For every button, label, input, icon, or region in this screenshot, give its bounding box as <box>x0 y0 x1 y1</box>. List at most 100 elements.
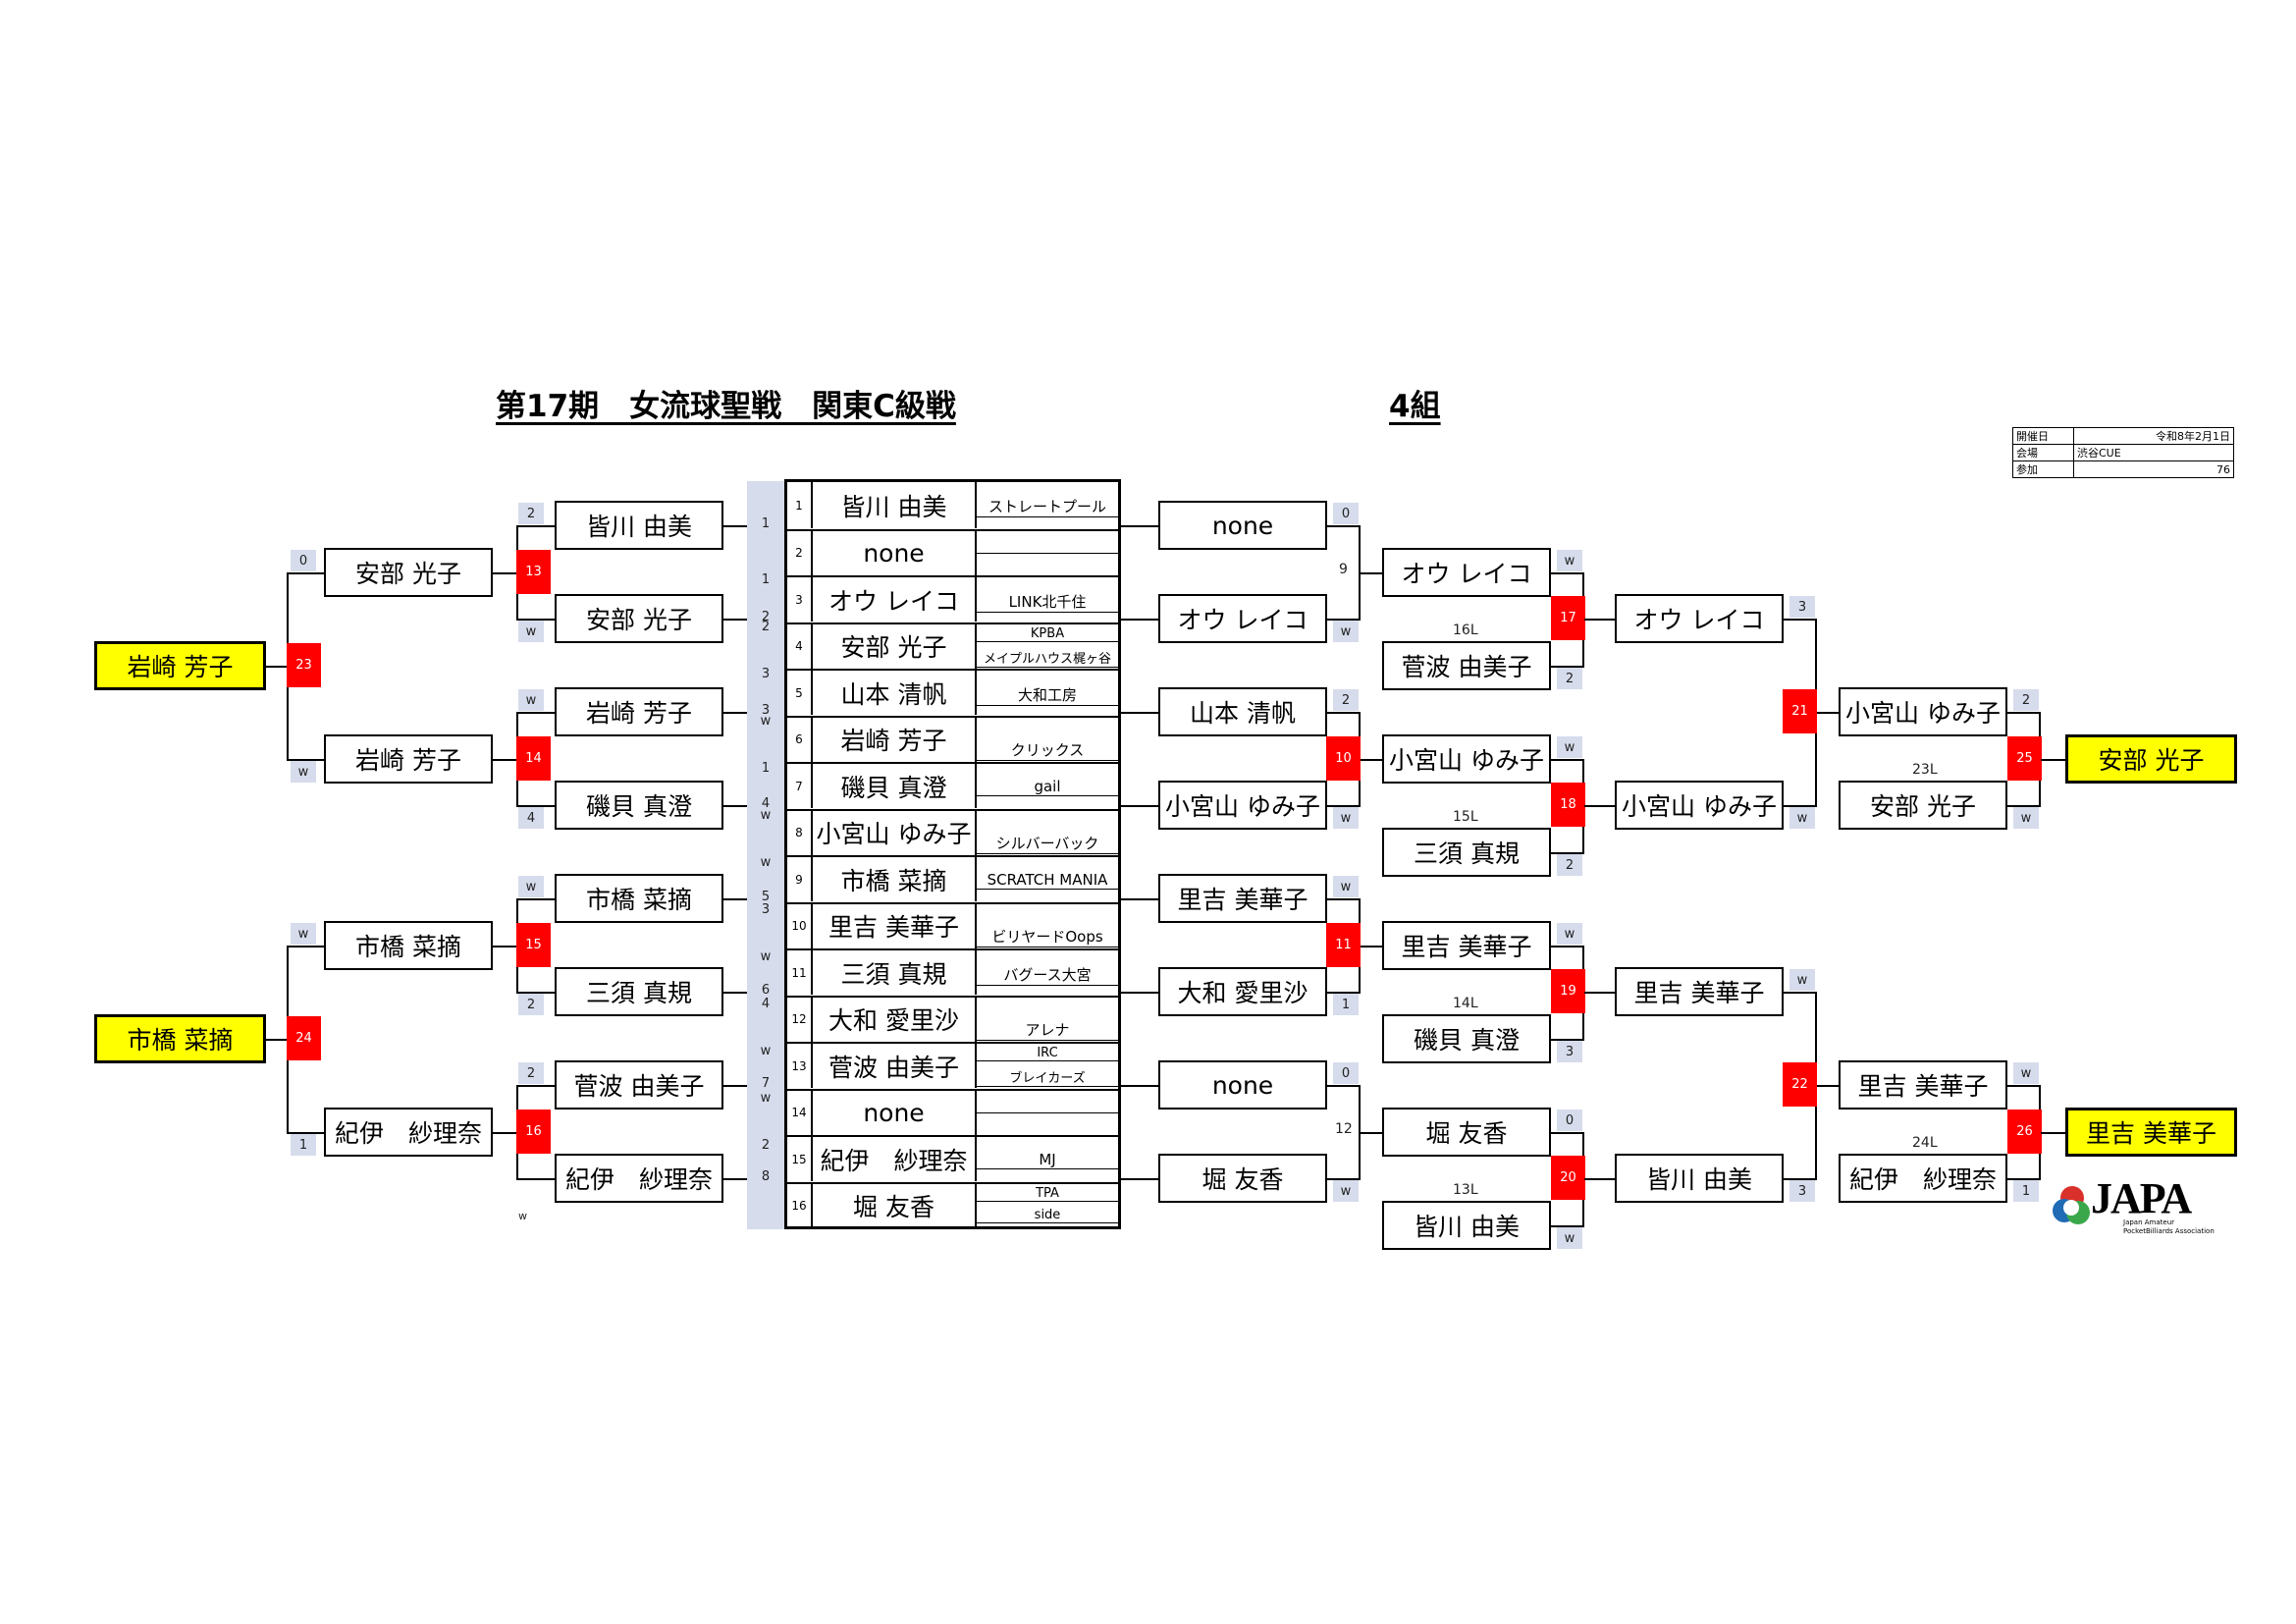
score: 3 <box>1789 596 1815 618</box>
score: w <box>1333 621 1359 642</box>
right-winner-box[interactable]: 里吉 美華子 <box>2065 1108 2237 1157</box>
match-number: 12 <box>1335 1121 1353 1137</box>
draw-club: KPBA <box>977 626 1118 642</box>
draw-club: side <box>977 1208 1118 1223</box>
right-r3-player[interactable]: 里吉 美華子 <box>1615 967 1784 1016</box>
right-r2-player[interactable]: 小宮山 ゆみ子 <box>1382 734 1551 784</box>
info-value: 渋谷CUE <box>2073 444 2234 461</box>
right-r2-player[interactable]: 里吉 美華子 <box>1382 921 1551 970</box>
info-label: 会場 <box>2012 444 2074 461</box>
loser-label: 16L <box>1453 623 1478 638</box>
left-r1-player[interactable]: 岩崎 芳子 <box>555 687 723 736</box>
info-value: 76 <box>2073 460 2234 478</box>
left-score-strip <box>747 481 784 1229</box>
score: 0 <box>1333 1062 1359 1084</box>
right-r1-player[interactable]: none <box>1158 501 1327 550</box>
right-r1-player[interactable]: 里吉 美華子 <box>1158 874 1327 923</box>
score: w <box>291 761 316 783</box>
left-winner-box[interactable]: 岩崎 芳子 <box>94 641 266 690</box>
right-r3-player[interactable]: 皆川 由美 <box>1615 1154 1784 1203</box>
right-r2-player[interactable]: オウ レイコ <box>1382 548 1551 597</box>
draw-club: MJ <box>977 1151 1118 1169</box>
left-r1-player[interactable]: 菅波 由美子 <box>555 1060 723 1110</box>
draw-player-name[interactable]: none <box>813 530 977 575</box>
right-r1-player[interactable]: 小宮山 ゆみ子 <box>1158 781 1327 830</box>
draw-club: IRC <box>977 1046 1118 1061</box>
score: w <box>1789 969 1815 991</box>
draw-club: ビリヤードOops <box>977 926 1118 947</box>
draw-player-name[interactable]: 磯貝 真澄 <box>813 764 977 808</box>
right-winner-box[interactable]: 安部 光子 <box>2065 734 2237 784</box>
draw-player-name[interactable]: 岩崎 芳子 <box>813 717 977 762</box>
right-r2-player[interactable]: 皆川 由美 <box>1382 1201 1551 1250</box>
left-r1-player[interactable]: 安部 光子 <box>555 594 723 643</box>
right-r2-player[interactable]: 磯貝 真澄 <box>1382 1014 1551 1063</box>
right-r3-player[interactable]: 小宮山 ゆみ子 <box>1615 781 1784 830</box>
left-r1-player[interactable]: 紀伊 紗理奈 <box>555 1154 723 1203</box>
draw-club: gail <box>977 778 1118 796</box>
score: w <box>1557 550 1582 571</box>
draw-club: シルバーバック <box>977 833 1118 854</box>
right-r1-player[interactable]: none <box>1158 1060 1327 1110</box>
score: w <box>518 876 544 897</box>
right-r1-player[interactable]: 堀 友香 <box>1158 1154 1327 1203</box>
draw-player-name[interactable]: オウ レイコ <box>813 577 977 622</box>
draw-number: 4 <box>787 623 813 669</box>
draw-player-name[interactable]: 山本 清帆 <box>813 671 977 715</box>
draw-number: 14 <box>787 1090 813 1135</box>
right-r4-player[interactable]: 里吉 美華子 <box>1839 1060 2007 1110</box>
score: w <box>2013 1062 2039 1084</box>
left-r2-player[interactable]: 市橋 菜摘 <box>324 921 493 970</box>
strip-score: w <box>760 855 772 870</box>
left-r2-player[interactable]: 岩崎 芳子 <box>324 734 493 784</box>
left-r1-player[interactable]: 皆川 由美 <box>555 501 723 550</box>
draw-player-name[interactable]: 市橋 菜摘 <box>813 857 977 901</box>
draw-player-name[interactable]: 大和 愛里沙 <box>813 997 977 1042</box>
left-r1-player[interactable]: 磯貝 真澄 <box>555 781 723 830</box>
score: w <box>291 923 316 945</box>
draw-number: 9 <box>787 857 813 901</box>
left-r1-player[interactable]: 三須 真規 <box>555 967 723 1016</box>
loser-label: 14L <box>1453 996 1478 1011</box>
score: w <box>518 689 544 711</box>
draw-player-name[interactable]: 三須 真規 <box>813 950 977 995</box>
right-r4-player[interactable]: 紀伊 紗理奈 <box>1839 1154 2007 1203</box>
draw-player-name[interactable]: 皆川 由美 <box>813 482 977 528</box>
right-r2-player[interactable]: 堀 友香 <box>1382 1108 1551 1157</box>
match-number: 20 <box>1551 1156 1585 1200</box>
left-r2-player[interactable]: 安部 光子 <box>324 548 493 597</box>
right-r4-player[interactable]: 小宮山 ゆみ子 <box>1839 687 2007 736</box>
strip-match-number: 5 <box>761 890 771 904</box>
right-r2-player[interactable]: 菅波 由美子 <box>1382 641 1551 690</box>
left-r1-player[interactable]: 市橋 菜摘 <box>555 874 723 923</box>
strip-match-number: 4 <box>761 796 771 811</box>
right-r1-player[interactable]: オウ レイコ <box>1158 594 1327 643</box>
draw-player-name[interactable]: 菅波 由美子 <box>813 1044 977 1088</box>
match-number: 24 <box>287 1016 321 1060</box>
draw-number: 16 <box>787 1183 813 1228</box>
strip-score: 1 <box>761 572 771 587</box>
draw-player-name[interactable]: none <box>813 1090 977 1135</box>
right-r1-player[interactable]: 山本 清帆 <box>1158 687 1327 736</box>
left-winner-box[interactable]: 市橋 菜摘 <box>94 1014 266 1063</box>
right-r1-player[interactable]: 大和 愛里沙 <box>1158 967 1327 1016</box>
draw-player-name[interactable]: 小宮山 ゆみ子 <box>813 810 977 855</box>
draw-club: TPA <box>977 1186 1118 1202</box>
draw-number: 5 <box>787 671 813 715</box>
draw-player-name[interactable]: 堀 友香 <box>813 1183 977 1228</box>
right-r3-player[interactable]: オウ レイコ <box>1615 594 1784 643</box>
score: 4 <box>518 807 544 829</box>
match-number: 17 <box>1551 596 1585 640</box>
draw-club <box>977 552 1118 554</box>
right-r4-player[interactable]: 安部 光子 <box>1839 781 2007 830</box>
draw-player-name[interactable]: 安部 光子 <box>813 623 977 669</box>
strip-score: w <box>760 714 772 729</box>
draw-player-name[interactable]: 里吉 美華子 <box>813 903 977 948</box>
left-r2-player[interactable]: 紀伊 紗理奈 <box>324 1108 493 1157</box>
draw-player-name[interactable]: 紀伊 紗理奈 <box>813 1137 977 1181</box>
right-r2-player[interactable]: 三須 真規 <box>1382 828 1551 877</box>
